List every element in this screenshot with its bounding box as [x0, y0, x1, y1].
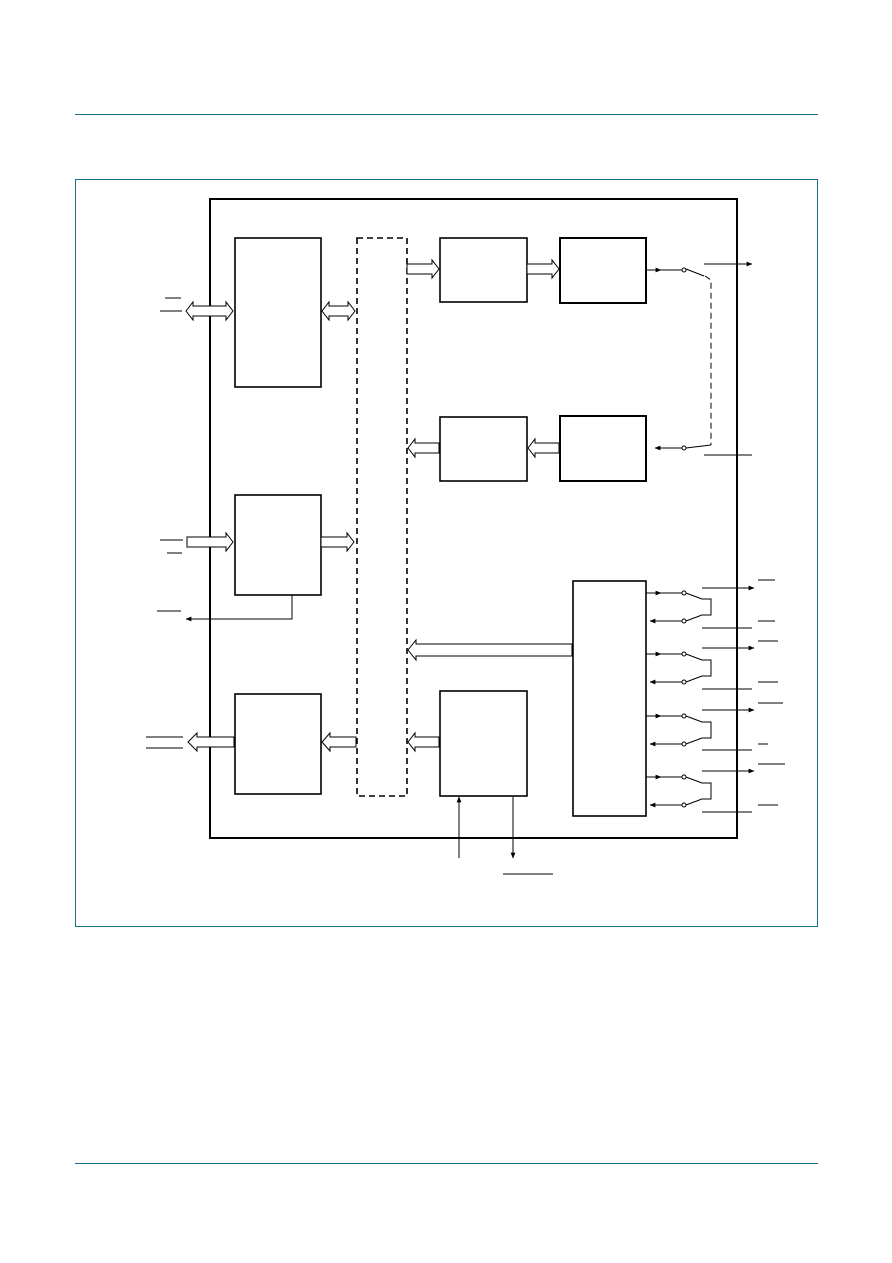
switch-arm	[685, 444, 712, 449]
modem-pair-4	[646, 763, 785, 813]
bus-arrow-interface-internal	[321, 300, 356, 322]
footer-rule	[75, 1163, 818, 1164]
block-rx-receiver	[559, 415, 647, 482]
header-rule	[75, 114, 818, 115]
block-modem-control	[572, 580, 647, 817]
bus-arrow-external-data	[185, 300, 234, 322]
internal-bus	[356, 237, 408, 797]
block-output-interface	[234, 693, 322, 795]
figure-frame	[75, 179, 818, 927]
chip-outline	[209, 198, 738, 839]
modem-pair-1	[646, 579, 775, 629]
switch-contact	[681, 267, 687, 273]
bus-arrow-modem-to-bus	[407, 638, 573, 662]
modem-pair-2	[646, 640, 778, 690]
block-input-interface	[234, 494, 322, 596]
bus-arrow-bus-to-output	[321, 731, 357, 753]
modem-pair-3	[646, 702, 783, 751]
bus-arrow-bus-to-tx	[406, 258, 440, 280]
block-tx-register	[439, 237, 528, 303]
bus-arrow-rx-to-bus	[407, 437, 440, 459]
switch-contact	[681, 445, 687, 451]
block-tx-driver	[559, 237, 647, 304]
bus-arrow-receiver-to-rx	[527, 437, 560, 459]
bus-arrow-output-out	[187, 731, 235, 753]
bus-arrow-control-to-bus	[407, 731, 440, 753]
bus-arrow-tx-to-driver	[526, 258, 560, 280]
bus-arrow-input-in	[186, 531, 234, 553]
block-control	[439, 690, 528, 797]
bus-arrow-input-to-bus	[320, 531, 355, 553]
interrupt-line	[185, 595, 293, 622]
block-bus-interface	[234, 237, 322, 388]
loopback-link	[704, 275, 712, 445]
block-rx-register	[439, 416, 528, 482]
switch-arm	[685, 268, 705, 277]
